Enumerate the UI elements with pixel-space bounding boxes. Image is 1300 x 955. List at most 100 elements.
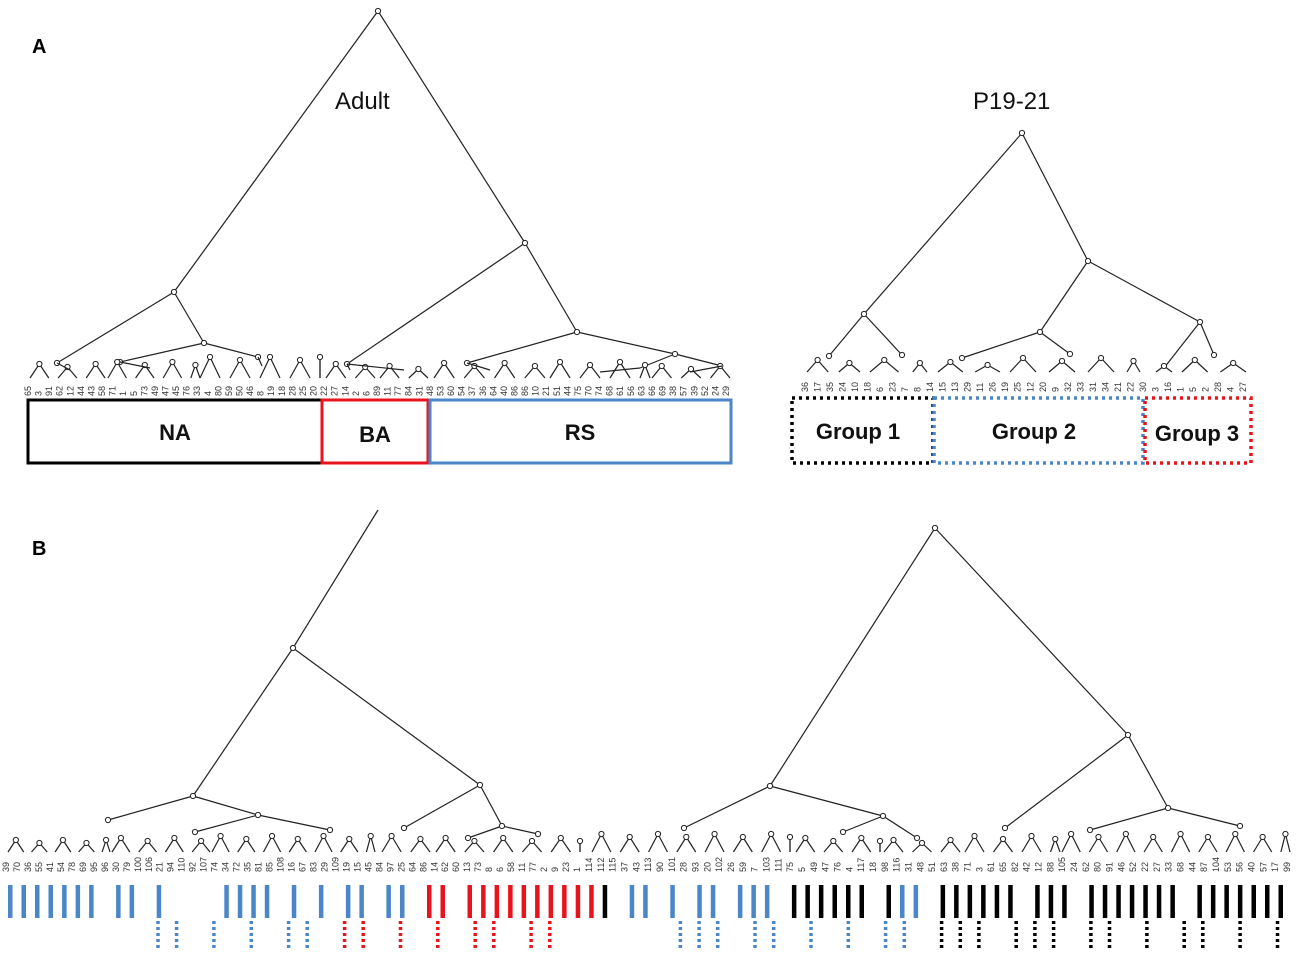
adult-fan-node: [501, 359, 508, 367]
b-fan-edge: [761, 833, 772, 853]
b-edge: [769, 527, 936, 787]
juv-leaf-label: 23: [888, 382, 898, 392]
group-label-ba: BA: [359, 422, 391, 447]
b-fan-node: [786, 833, 794, 841]
b-fan-node: [102, 836, 110, 844]
b-right-leaf-label: 4: [844, 867, 854, 872]
b-left-leaf-label: 67: [297, 862, 307, 872]
b-right-leaf-label: 62: [1081, 862, 1091, 872]
b-left-leaf-label: 54: [56, 862, 66, 872]
classification-bar: [562, 885, 567, 918]
adult-fan-node: [206, 353, 214, 361]
b-right-leaf-label: 51: [927, 862, 937, 872]
juv-leaf-label: 24: [838, 382, 848, 392]
adult-leaf-label: 58: [97, 386, 107, 396]
adult-leaf-label: 33: [192, 386, 202, 396]
b-fan-edge: [964, 835, 976, 853]
classification-bar: [21, 885, 26, 918]
adult-leaf-label: 45: [171, 386, 181, 396]
b-fan-node: [36, 839, 43, 847]
b-edge: [882, 815, 918, 839]
b-fan-node: [576, 837, 584, 845]
b-right-leaf-label: 42: [1022, 862, 1032, 872]
b-fan-edge: [704, 833, 716, 853]
b-left-leaf-label: 92: [188, 862, 198, 872]
juv-edge: [1163, 321, 1201, 369]
group-label-na: NA: [159, 420, 191, 445]
b-left-leaf-label: 45: [363, 862, 373, 872]
b-left-leaf-label: 30: [111, 862, 121, 872]
b-node: [913, 834, 921, 842]
juv-fan-node: [1191, 356, 1198, 364]
b-left-leaf-label: 110: [177, 858, 187, 872]
b-fan-node: [320, 832, 327, 840]
b-left-leaf-label: 85: [265, 862, 275, 872]
juv-leaf-label: 18: [863, 382, 873, 392]
juv-leaf-label: 11: [975, 383, 985, 392]
juv-node: [825, 352, 833, 360]
adult-edge: [203, 342, 259, 358]
b-fan-node: [1068, 830, 1075, 838]
b-node: [464, 834, 472, 842]
adult-edge: [466, 362, 491, 371]
b-node: [766, 782, 774, 790]
adult-leaf-label: 47: [160, 386, 170, 396]
b-right-leaf-label: 47: [821, 862, 831, 872]
adult-leaf-label: 24: [710, 386, 720, 396]
b-node: [1086, 826, 1094, 834]
juv-fan-node: [916, 359, 923, 367]
adult-fan-node: [332, 360, 339, 368]
b-fan-edge: [1070, 833, 1081, 853]
adult-leaf-label: 53: [435, 386, 445, 396]
b-left-leaf-label: 78: [67, 862, 77, 872]
adult-leaf-label: 40: [499, 386, 509, 396]
juv-edge: [1199, 321, 1215, 356]
classification-bar: [791, 885, 797, 918]
juv-leaf-label: 6: [875, 387, 885, 392]
b-fan-node: [12, 836, 19, 844]
juv-fan-node: [1160, 362, 1168, 370]
adult-leaf-label: 54: [457, 386, 467, 396]
b-right-leaf-label: 117: [856, 858, 866, 872]
juv-leaf-label: 9: [1050, 387, 1060, 392]
b-fan-edge: [973, 835, 985, 853]
group-label-2: Group 2: [992, 419, 1076, 444]
group-box-2: [932, 396, 1145, 465]
b-left-leaf-label: 35: [243, 862, 253, 872]
adult-leaf-label: 3: [34, 391, 44, 396]
b-left-leaf-label: 62: [440, 862, 450, 872]
adult-leaf-label: 51: [552, 386, 562, 396]
b-right-leaf-label: 40: [1247, 862, 1257, 872]
classification-bar: [575, 885, 581, 918]
b-fan-edge: [591, 833, 602, 853]
juv-leaf-label: 8: [913, 387, 923, 392]
classification-bar: [643, 885, 648, 918]
b-right-leaf-label: 18: [868, 862, 878, 872]
b-fan-node: [626, 833, 633, 841]
classification-bar: [548, 885, 554, 918]
b-left-leaf-label: 64: [407, 862, 417, 872]
b-fan-edge: [1030, 835, 1042, 853]
classification-bar: [994, 885, 1000, 918]
b-node: [476, 781, 484, 789]
b-edge: [1089, 807, 1169, 831]
classification-bar: [318, 885, 324, 918]
juv-edge: [863, 313, 903, 356]
group-label-rs: RS: [565, 420, 596, 445]
classification-bar: [237, 885, 243, 918]
b-node: [879, 812, 887, 820]
classification-bar: [697, 885, 702, 918]
juvenile-tree-title: P19-21: [973, 88, 1050, 115]
adult-edge: [257, 356, 263, 367]
juv-fan-node: [1130, 357, 1137, 365]
b-fan-node: [268, 832, 276, 840]
adult-leaf-label: 80: [213, 386, 223, 396]
juv-fan-edge: [1100, 357, 1115, 373]
b-fan-node: [802, 834, 809, 842]
adult-leaf-label: 18: [277, 386, 287, 396]
b-left-leaf-label: 1: [572, 867, 582, 872]
classification-bar: [89, 885, 94, 918]
adult-leaf-label: 19: [266, 386, 276, 396]
b-right-leaf-label: 38: [951, 862, 961, 872]
